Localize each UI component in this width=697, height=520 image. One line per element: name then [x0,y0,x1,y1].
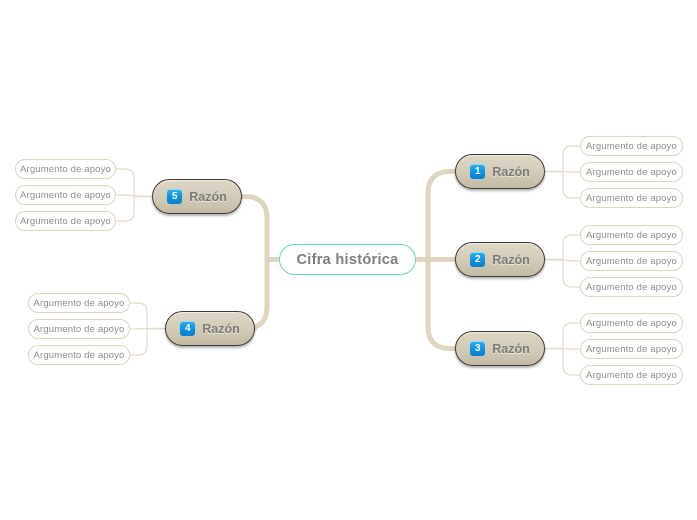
reason-number-badge: 3 [470,341,486,356]
reason-node-4[interactable]: 4 Razón [165,311,255,346]
argument-node[interactable]: Argumento de apoyo [580,365,683,385]
reason-node-label: Razón [202,321,240,336]
central-topic-label: Cifra histórica [296,251,399,268]
reason-node-1[interactable]: 1 Razón [455,154,545,189]
argument-node[interactable]: Argumento de apoyo [15,185,116,205]
reason-node-2[interactable]: 2 Razón [455,242,545,277]
argument-node[interactable]: Argumento de apoyo [15,159,116,179]
reason-node-label: Razón [492,252,530,267]
argument-node[interactable]: Argumento de apoyo [28,345,130,365]
reason-node-label: Razón [492,164,530,179]
reason-node-label: Razón [492,341,530,356]
reason-node-5[interactable]: 5 Razón [152,179,242,214]
argument-node[interactable]: Argumento de apoyo [580,225,683,245]
central-topic-node[interactable]: Cifra histórica [279,244,416,275]
argument-node[interactable]: Argumento de apoyo [580,339,683,359]
argument-node[interactable]: Argumento de apoyo [580,313,683,333]
argument-node[interactable]: Argumento de apoyo [15,211,116,231]
reason-number-badge: 2 [470,252,486,267]
argument-node[interactable]: Argumento de apoyo [580,251,683,271]
argument-node[interactable]: Argumento de apoyo [28,293,130,313]
argument-node[interactable]: Argumento de apoyo [580,277,683,297]
reason-number-badge: 5 [167,189,183,204]
reason-node-3[interactable]: 3 Razón [455,331,545,366]
reason-number-badge: 4 [180,321,196,336]
argument-node[interactable]: Argumento de apoyo [580,188,683,208]
argument-node[interactable]: Argumento de apoyo [580,162,683,182]
reason-node-label: Razón [189,189,227,204]
reason-number-badge: 1 [470,164,486,179]
argument-node[interactable]: Argumento de apoyo [28,319,130,339]
argument-node[interactable]: Argumento de apoyo [580,136,683,156]
